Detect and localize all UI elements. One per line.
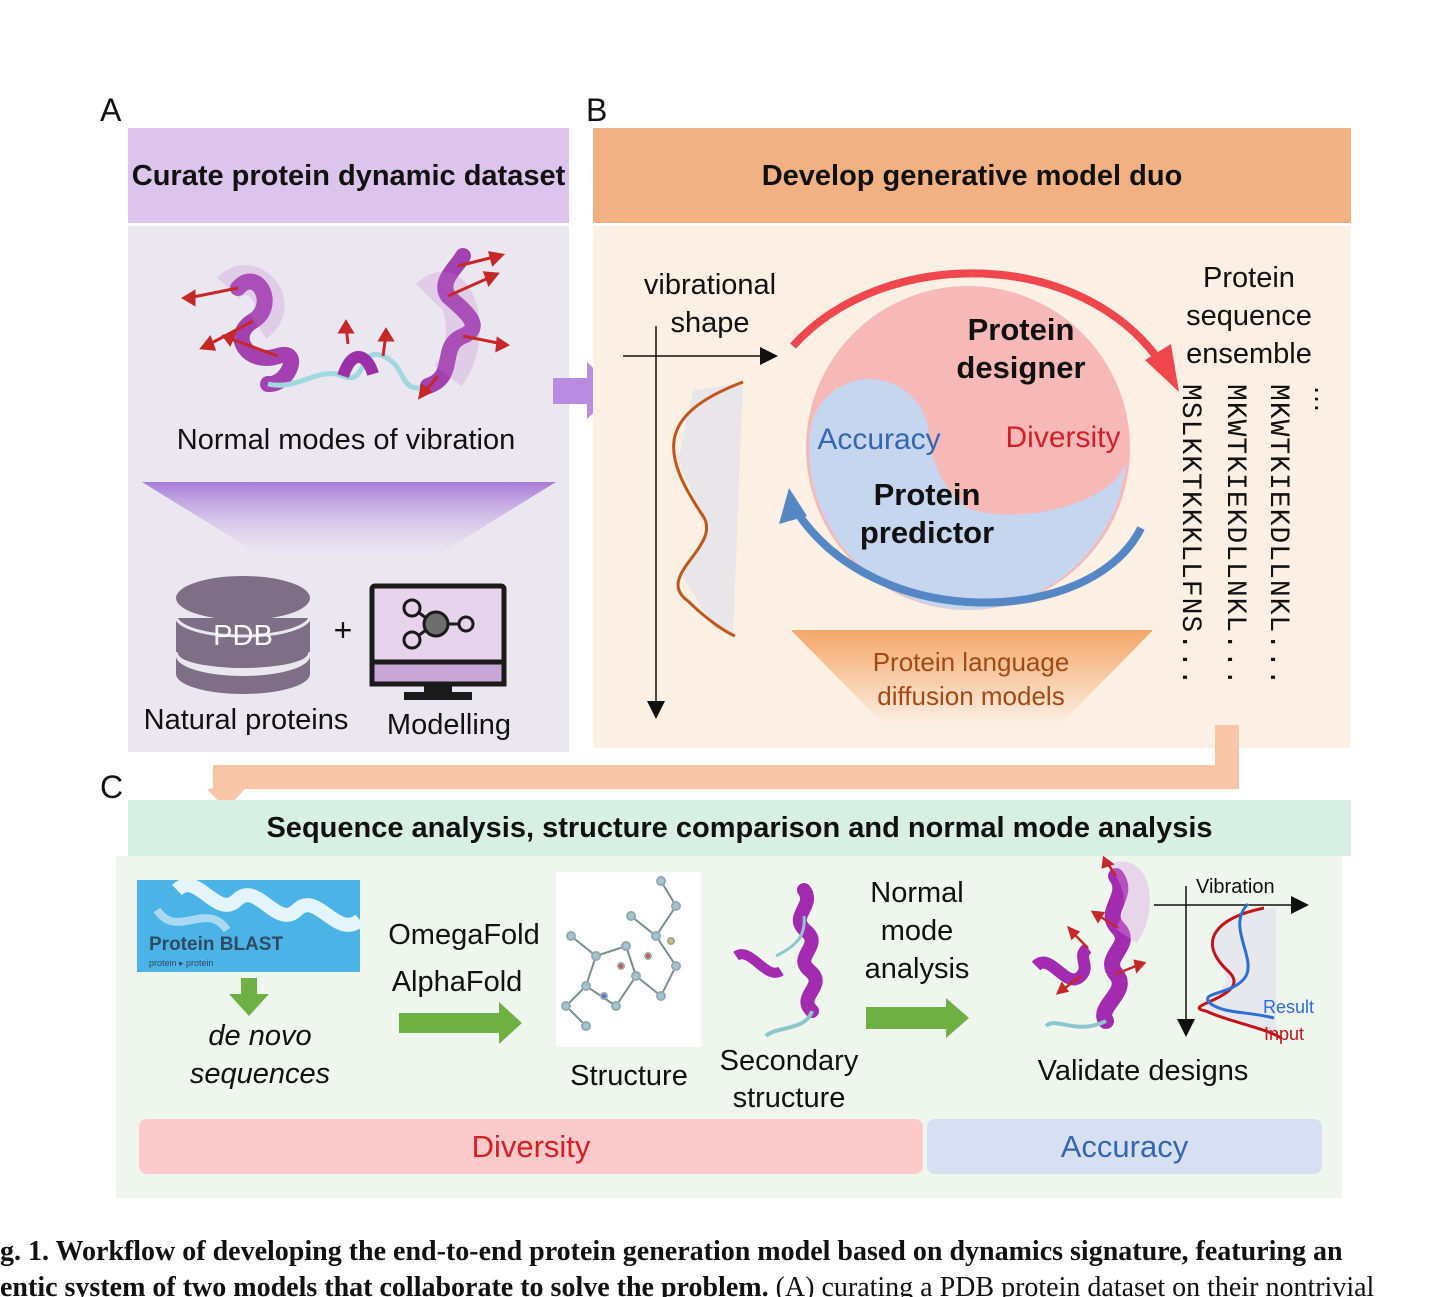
structure-image [556, 872, 701, 1047]
denovo-line-1: de novo [208, 1020, 312, 1052]
monitor-icon [369, 583, 507, 700]
omegafold-label: OmegaFold [388, 919, 540, 951]
designer-predictor-yinyang [806, 286, 1130, 610]
diversity-bar: Diversity [139, 1119, 923, 1174]
result-curve [1206, 902, 1275, 1020]
green-down-arrow [229, 978, 269, 1016]
plm-line-2: diffusion models [877, 681, 1065, 711]
shape-word: shape [670, 307, 750, 339]
vibration-shape-fill [678, 382, 743, 636]
plm-label: Protein language diffusion models [873, 645, 1070, 713]
designer-line-2: designer [956, 350, 1086, 385]
blast-helix-icon [153, 880, 360, 933]
denovo-label: de novo sequences [190, 1017, 330, 1093]
panel-b-header: Develop generative model duo [593, 128, 1351, 223]
input-legend: Input [1264, 1024, 1305, 1044]
funnel-shape [142, 482, 556, 561]
protein-designer-label: Protein designer [956, 311, 1085, 387]
accuracy-bar: Accuracy [927, 1119, 1322, 1174]
blast-subtitle: protein ▸ protein [149, 958, 214, 968]
b-to-c-arrow [207, 725, 1239, 809]
red-cycle-arrow [790, 269, 1167, 369]
denovo-line-2: sequences [189, 1058, 331, 1090]
input-curve [1197, 906, 1282, 1040]
vibration-mini-label: Vibration [1196, 876, 1275, 898]
ensemble-line-1: Protein [1203, 262, 1295, 294]
panel-b-letter: B [586, 92, 608, 128]
nma-line-1: Normal [870, 877, 964, 909]
vibrational-word: vibrational [643, 269, 777, 301]
ensemble-line-3: ensemble [1186, 338, 1312, 370]
caption-line-2-rest: (A) curating a PDB protein dataset on th… [768, 1272, 1375, 1297]
secondary-structure-label: Secondary structure [720, 1043, 859, 1117]
secondary-line-1: Secondary [719, 1045, 859, 1077]
helix-protein-icon [181, 248, 510, 400]
predictor-line-1: Protein [873, 477, 981, 512]
predictor-line-2: predictor [859, 515, 995, 550]
caption-line-1: g. 1. Workflow of developing the end-to-… [0, 1236, 1343, 1267]
secondary-structure-icon [733, 883, 823, 1038]
validate-helix-icon [1031, 856, 1150, 1029]
protein-predictor-label: Protein predictor [860, 476, 994, 552]
diversity-label: Diversity [1005, 421, 1121, 454]
panel-a-header: Curate protein dynamic dataset [128, 128, 569, 223]
caption-line-2: entic system of two models that collabor… [0, 1270, 1455, 1297]
blast-tile: Protein BLAST protein ▸ protein [137, 880, 360, 972]
accuracy-label: Accuracy [817, 423, 941, 456]
blue-cycle-arrow [789, 503, 1145, 607]
panel-a-letter: A [100, 92, 122, 128]
structure-label: Structure [570, 1060, 688, 1092]
plm-line-1: Protein language [872, 647, 1070, 677]
sequence-2: MKWTKIEKDLLNKL... [1219, 384, 1250, 687]
panel-c-letter: C [100, 769, 124, 805]
pdb-label: PDB [213, 620, 273, 652]
natural-proteins-label: Natural proteins [143, 704, 349, 736]
database-icon [174, 576, 312, 694]
panel-c-graphics [229, 856, 1309, 1047]
nma-line-2: mode [880, 915, 954, 947]
sequence-1: MSLKKTKKKLLFNS... [1174, 384, 1205, 687]
blast-title: Protein BLAST [149, 934, 284, 955]
more-sequences: … [1309, 385, 1340, 413]
ensemble-line-2: sequence [1186, 300, 1312, 332]
panel-c-header: Sequence analysis, structure comparison … [128, 800, 1351, 856]
vibrational-shape-label: vibrational shape [644, 266, 776, 342]
normal-modes-label: Normal modes of vibration [176, 424, 516, 456]
modelling-label: Modelling [386, 709, 512, 741]
nma-line-3: analysis [864, 953, 970, 985]
normal-mode-analysis-label: Normal mode analysis [865, 874, 970, 988]
sequence-3: MKWTKIEKDLLNKL... [1262, 384, 1293, 687]
green-right-arrow-1 [399, 1002, 522, 1044]
vibration-curve [672, 380, 744, 638]
plm-funnel [791, 630, 1153, 724]
result-legend: Result [1263, 997, 1315, 1017]
panel-b-graphics [623, 269, 1179, 724]
secondary-line-2: structure [732, 1082, 846, 1114]
alphafold-label: AlphaFold [391, 966, 523, 998]
panel-a-graphics [142, 248, 556, 700]
caption-line-2-bold: entic system of two models that collabor… [0, 1272, 769, 1297]
validate-designs-label: Validate designs [1037, 1055, 1249, 1087]
sequence-ensemble-label: Protein sequence ensemble [1186, 259, 1312, 373]
green-right-arrow-2 [866, 998, 969, 1038]
designer-line-1: Protein [967, 312, 1075, 347]
molecule-icon [561, 876, 681, 1031]
mini-fill [1206, 908, 1276, 1031]
plus-sign: + [333, 612, 353, 648]
